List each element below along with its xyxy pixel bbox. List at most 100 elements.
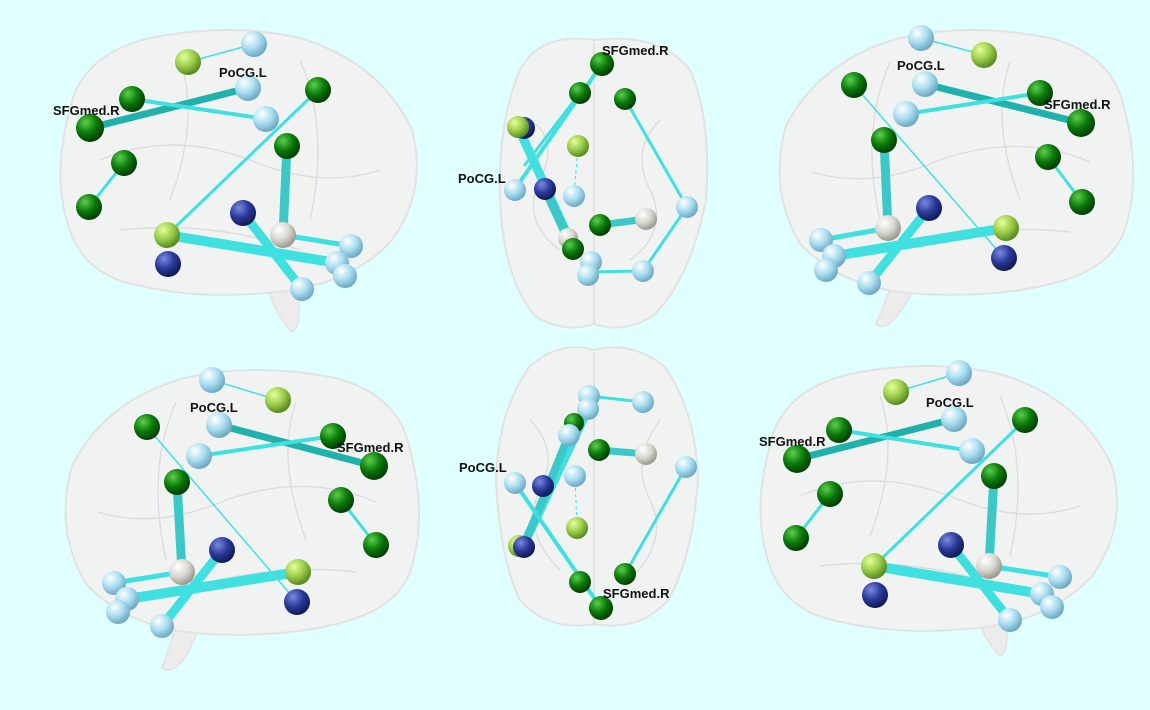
edge bbox=[833, 223, 1007, 261]
node-label-pocg-l: PoCG.L bbox=[219, 65, 267, 80]
nodes bbox=[783, 360, 1072, 632]
node bbox=[169, 559, 195, 585]
brain-view-axial-inferior: PoCG.L SFGmed.R bbox=[459, 346, 700, 627]
node-label-sfgmed-r: SFGmed.R bbox=[337, 440, 404, 455]
nodes bbox=[809, 25, 1095, 295]
node-pocg-l bbox=[504, 179, 526, 201]
node bbox=[993, 215, 1019, 241]
node bbox=[862, 582, 888, 608]
node-sfgmed-r bbox=[360, 452, 388, 480]
node bbox=[632, 260, 654, 282]
node bbox=[1069, 189, 1095, 215]
node-sfgmed-r bbox=[76, 114, 104, 142]
node bbox=[871, 127, 897, 153]
node bbox=[908, 25, 934, 51]
node bbox=[783, 525, 809, 551]
edge bbox=[873, 561, 1043, 599]
node bbox=[981, 463, 1007, 489]
node bbox=[567, 135, 589, 157]
node bbox=[809, 228, 833, 252]
nodes bbox=[504, 385, 697, 620]
brain-view-sagittal-right-bottom: PoCG.L SFGmed.R bbox=[64, 367, 420, 671]
node bbox=[235, 75, 261, 101]
node bbox=[916, 195, 942, 221]
node-sfgmed-r bbox=[783, 445, 811, 473]
node bbox=[814, 258, 838, 282]
edge bbox=[158, 547, 226, 629]
node bbox=[363, 532, 389, 558]
node-label-sfgmed-r: SFGmed.R bbox=[759, 434, 826, 449]
node bbox=[569, 571, 591, 593]
edge bbox=[239, 210, 306, 292]
edge bbox=[165, 88, 320, 237]
edge bbox=[984, 475, 999, 567]
node bbox=[150, 614, 174, 638]
node-label-sfgmed-r: SFGmed.R bbox=[1044, 97, 1111, 112]
edge bbox=[865, 205, 933, 286]
node bbox=[558, 424, 580, 446]
node bbox=[875, 215, 901, 241]
brain-view-axial-superior: SFGmed.R PoCG.L bbox=[458, 37, 709, 329]
node bbox=[155, 251, 181, 277]
edge bbox=[872, 418, 1027, 568]
edge bbox=[198, 434, 334, 458]
node bbox=[1048, 565, 1072, 589]
node bbox=[946, 360, 972, 386]
edge bbox=[838, 428, 973, 453]
node bbox=[912, 71, 938, 97]
edge bbox=[89, 84, 249, 132]
node bbox=[577, 264, 599, 286]
edge bbox=[796, 415, 955, 463]
node bbox=[861, 553, 887, 579]
node bbox=[333, 264, 357, 288]
node bbox=[154, 222, 180, 248]
edge bbox=[172, 481, 187, 573]
node bbox=[1012, 407, 1038, 433]
node bbox=[1027, 80, 1053, 106]
node bbox=[635, 443, 657, 465]
node bbox=[817, 481, 843, 507]
node bbox=[857, 271, 881, 295]
node bbox=[199, 367, 225, 393]
node bbox=[998, 608, 1022, 632]
node bbox=[675, 456, 697, 478]
node-sfgmed-r bbox=[589, 596, 613, 620]
node bbox=[513, 536, 535, 558]
brain-view-sagittal-right-top: PoCG.L SFGmed.R bbox=[778, 25, 1135, 327]
node bbox=[976, 553, 1002, 579]
edge bbox=[218, 421, 375, 470]
edge bbox=[623, 466, 688, 575]
nodes bbox=[102, 367, 389, 638]
node bbox=[507, 116, 529, 138]
node bbox=[119, 86, 145, 112]
node bbox=[883, 379, 909, 405]
node bbox=[76, 194, 102, 220]
node bbox=[991, 245, 1017, 271]
node bbox=[635, 208, 657, 230]
node bbox=[285, 559, 311, 585]
node bbox=[186, 443, 212, 469]
edge bbox=[623, 98, 689, 208]
node bbox=[562, 238, 584, 260]
node bbox=[563, 185, 585, 207]
node bbox=[241, 31, 267, 57]
node bbox=[274, 133, 300, 159]
node bbox=[253, 106, 279, 132]
edge bbox=[131, 97, 267, 121]
edge bbox=[641, 206, 689, 272]
node bbox=[614, 88, 636, 110]
node-label-pocg-l: PoCG.L bbox=[459, 460, 507, 475]
node-label-sfgmed-r: SFGmed.R bbox=[603, 586, 670, 601]
node bbox=[134, 414, 160, 440]
node bbox=[971, 42, 997, 68]
edge bbox=[166, 230, 338, 268]
node bbox=[270, 222, 296, 248]
nodes bbox=[504, 52, 698, 286]
node-label-pocg-l: PoCG.L bbox=[897, 58, 945, 73]
node-pocg-l bbox=[206, 412, 232, 438]
brain-view-sagittal-left-bottom: PoCG.L SFGmed.R bbox=[759, 360, 1118, 657]
node bbox=[569, 82, 591, 104]
node bbox=[1035, 144, 1061, 170]
node bbox=[566, 517, 588, 539]
